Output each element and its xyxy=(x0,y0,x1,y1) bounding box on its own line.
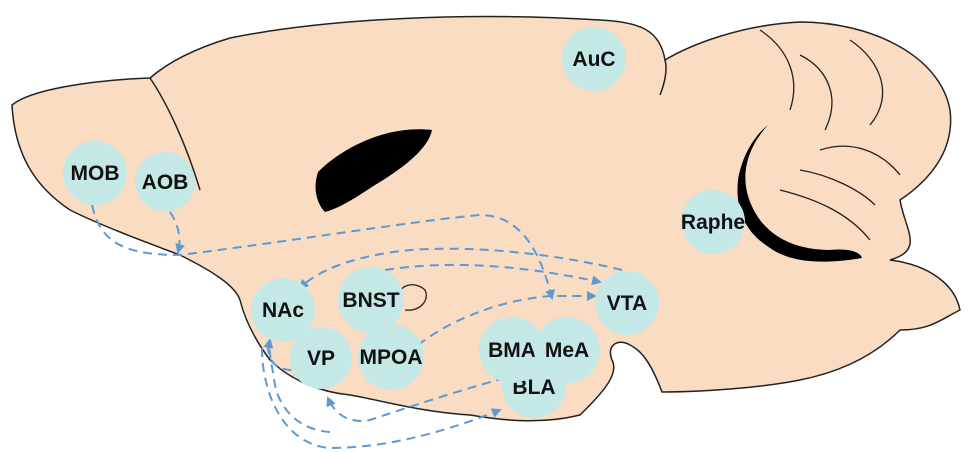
label-mea: MeA xyxy=(545,339,589,362)
label-auc: AuC xyxy=(572,48,615,71)
node-vp: VP xyxy=(290,327,352,389)
node-aob: AOB xyxy=(135,152,195,212)
node-mob: MOB xyxy=(63,141,127,205)
label-vta: VTA xyxy=(607,292,647,315)
node-auc: AuC xyxy=(562,27,626,91)
label-raphe: Raphe xyxy=(681,211,745,234)
label-mpoa: MPOA xyxy=(360,346,423,369)
node-mpoa: MPOA xyxy=(358,324,424,390)
node-vta: VTA xyxy=(595,271,659,335)
label-mob: MOB xyxy=(71,162,120,185)
label-bnst: BNST xyxy=(342,289,399,312)
label-bma: BMA xyxy=(488,339,536,362)
label-vp: VP xyxy=(307,347,335,370)
node-bnst: BNST xyxy=(338,267,404,333)
label-nac: NAc xyxy=(262,299,304,322)
node-mea: MeA xyxy=(534,317,600,383)
node-raphe: Raphe xyxy=(681,190,745,254)
label-aob: AOB xyxy=(142,171,189,194)
